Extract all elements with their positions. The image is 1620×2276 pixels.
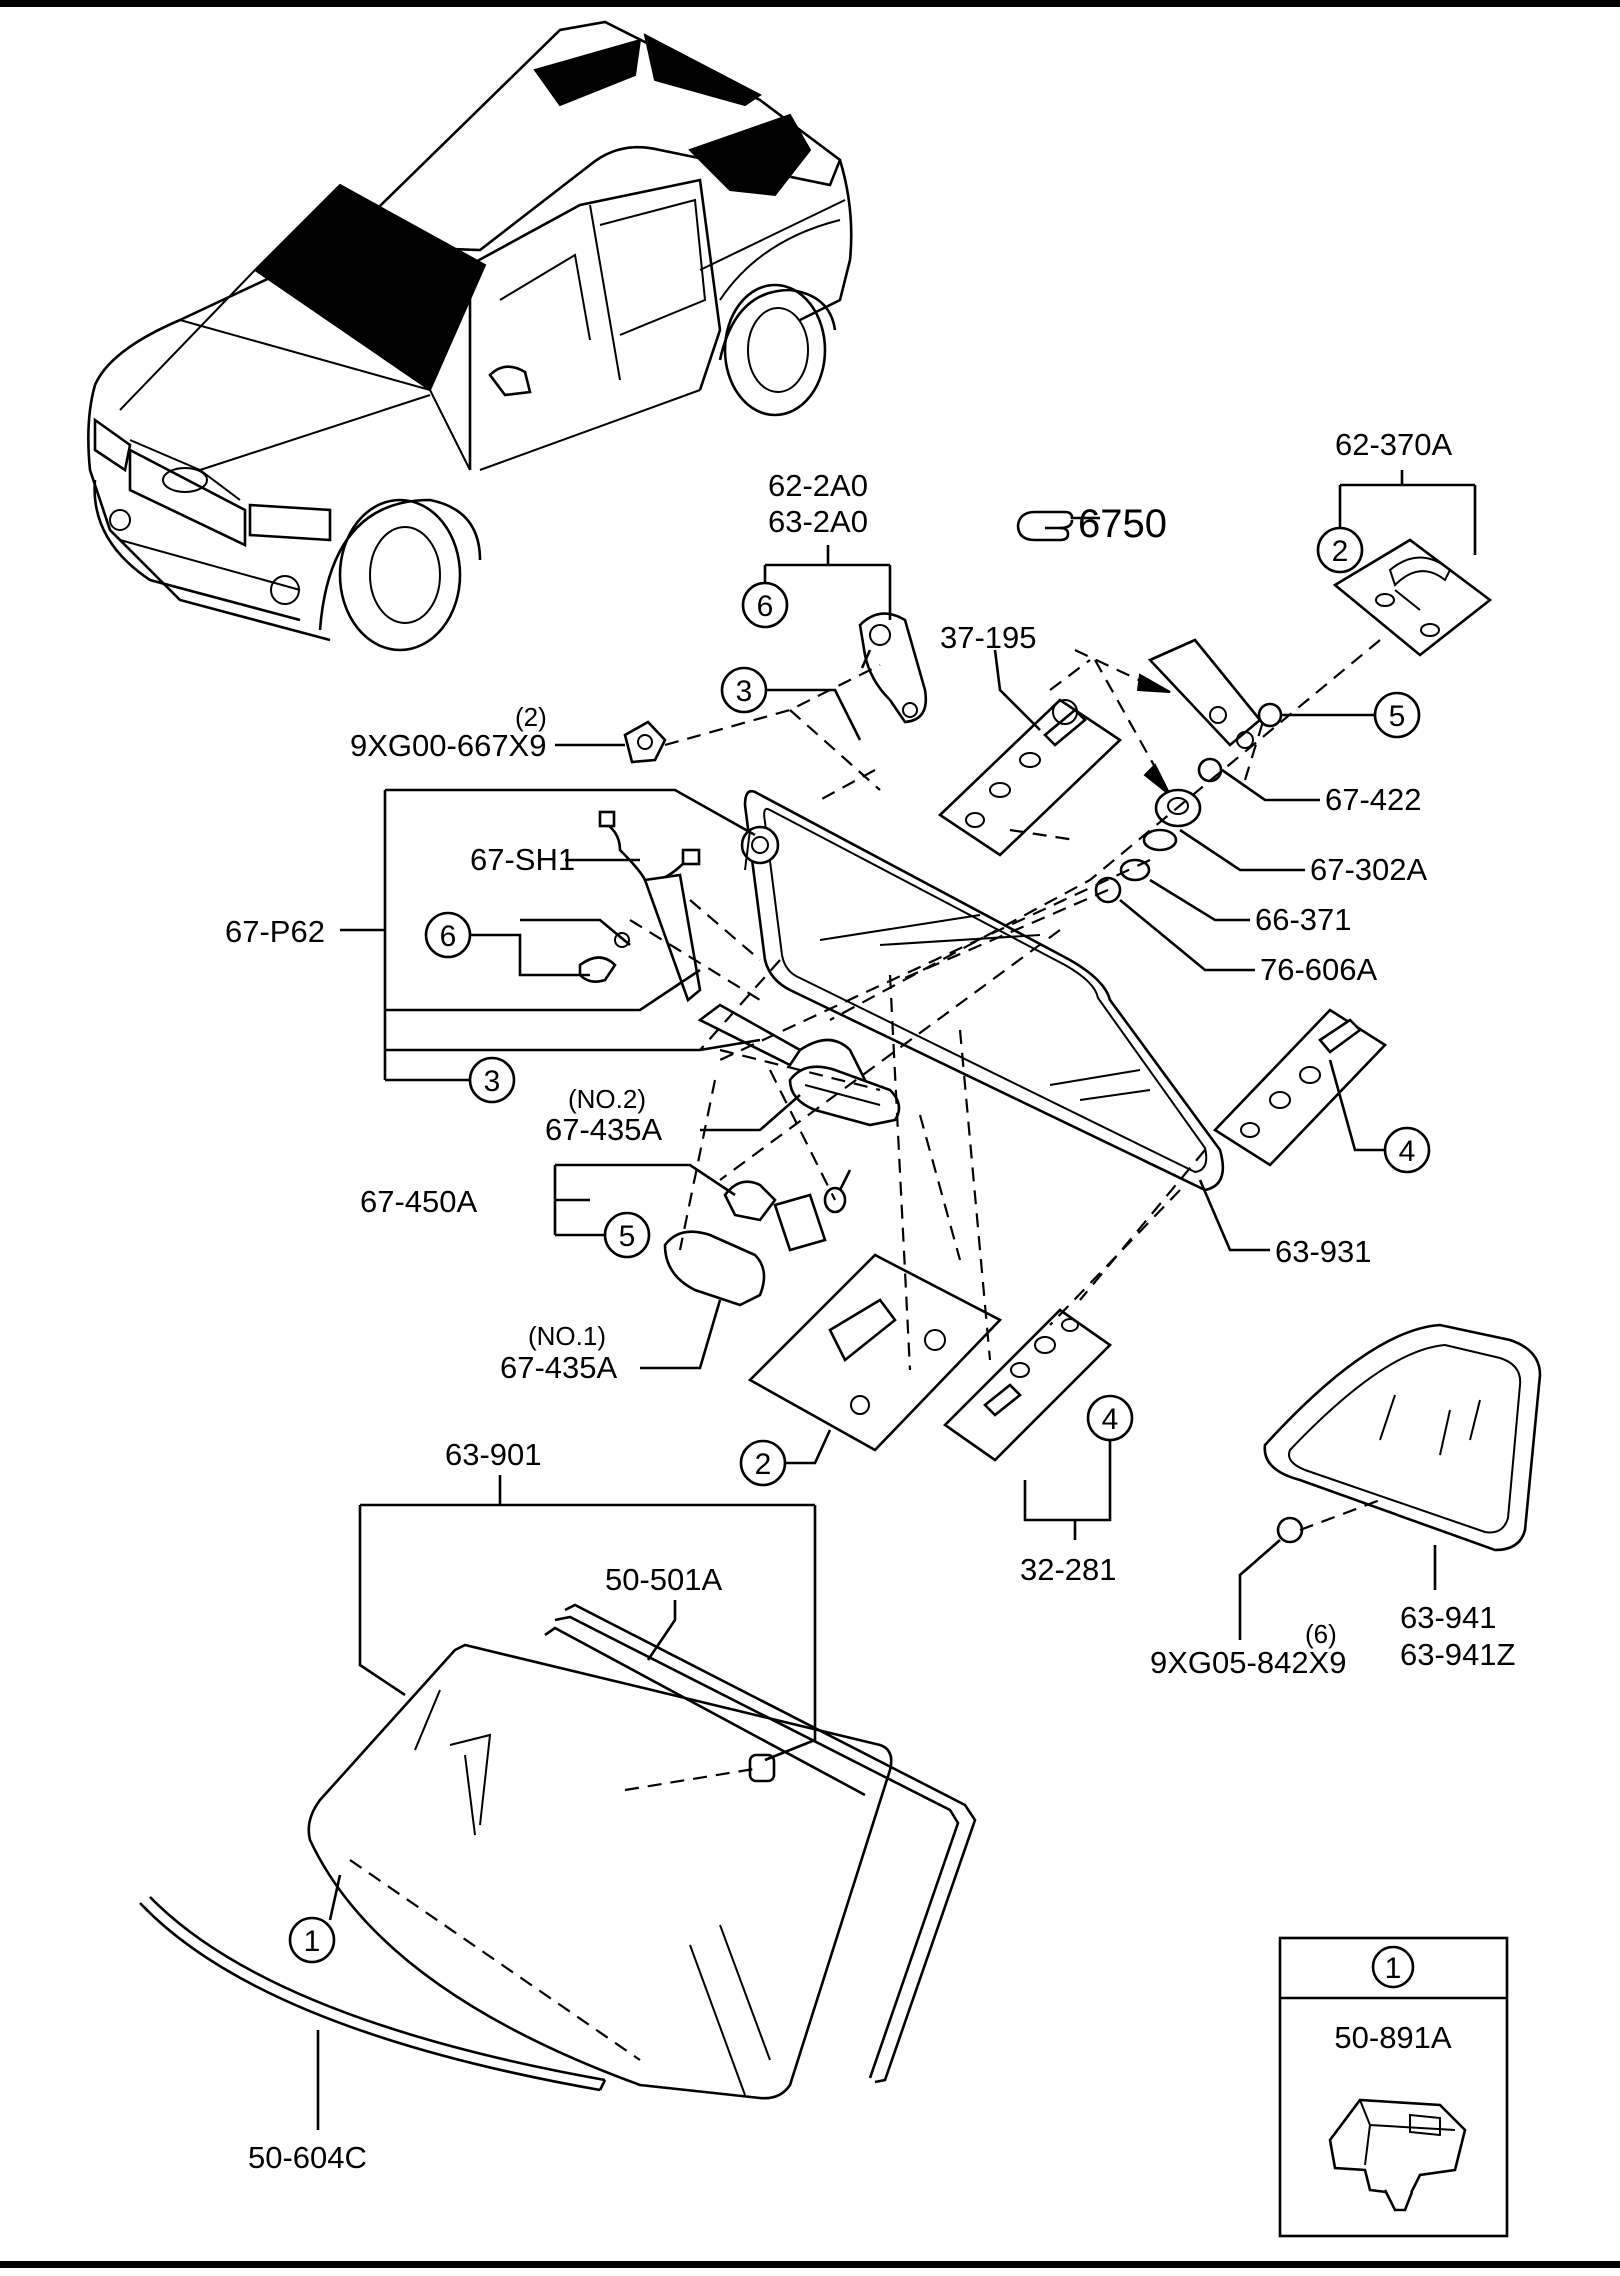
part-32-281-panel: [942, 1308, 1113, 1462]
ref-circle-3-top: 3: [720, 666, 768, 714]
vehicle-illustration: [87, 20, 853, 652]
callout-9XG00-667X9: 9XG00-667X9: [350, 728, 546, 763]
reference-6750: 6750: [1016, 502, 1167, 546]
ref-circle-5-right: 5: [1373, 691, 1421, 739]
pointing-hand-icon: [1016, 510, 1100, 542]
ref-circle-4-bottom: 4: [1086, 1394, 1134, 1442]
part-63-901-windshield: [307, 1603, 977, 2100]
part-hatch-hinge: [858, 612, 928, 724]
svg-text:3: 3: [736, 675, 753, 708]
callout-qty-6: (6): [1305, 1619, 1337, 1649]
callout-no2: (NO.2): [568, 1084, 646, 1114]
ref-circle-4-right: 4: [1328, 1059, 1431, 1174]
bottom-rule: [0, 2261, 1620, 2268]
leader-lines: [316, 470, 1477, 2130]
svg-text:4: 4: [1399, 1135, 1416, 1168]
ref-circle-5-left: 5: [603, 1211, 651, 1259]
svg-text:5: 5: [1389, 700, 1406, 733]
svg-text:6: 6: [440, 920, 457, 953]
callout-no1: (NO.1): [528, 1321, 606, 1351]
svg-text:4: 4: [1102, 1403, 1119, 1436]
callout-63-931: 63-931: [1275, 1234, 1372, 1269]
svg-text:6: 6: [757, 590, 774, 623]
callout-32-281: 32-281: [1020, 1552, 1117, 1587]
callout-50-891A: 50-891A: [1334, 2020, 1452, 2055]
callout-63-941Z: 63-941Z: [1400, 1637, 1515, 1672]
part-50-604C-molding: [139, 1896, 607, 2092]
svg-text:1: 1: [304, 1925, 321, 1958]
callout-62-370A: 62-370A: [1335, 427, 1453, 462]
inset-box-50-891A: 1 50-891A: [1278, 1936, 1509, 2238]
callout-37-195: 37-195: [940, 620, 1037, 655]
svg-text:1: 1: [1385, 1952, 1402, 1985]
callout-9XG05-842X9: 9XG05-842X9: [1150, 1645, 1346, 1680]
rear-hatch-glass: [743, 790, 1225, 1192]
ref-circle-6-top: 6: [741, 581, 789, 629]
callout-qty-2: (2): [515, 702, 547, 732]
callout-67-435A-no1: 67-435A: [500, 1350, 618, 1385]
ref-circle-3-left: 3: [468, 1056, 516, 1104]
svg-text:2: 2: [755, 1448, 772, 1481]
part-67-435A-no2: [788, 1065, 901, 1127]
callout-67-435A-no2: 67-435A: [545, 1112, 663, 1147]
ref-circle-2-bottom: 2: [739, 1439, 787, 1487]
ref-circle-6-left: 6: [424, 911, 472, 959]
svg-text:5: 5: [619, 1220, 636, 1253]
ref-circle-1-inset: 1: [1371, 1945, 1415, 1989]
part-lower-hinge-panel: [747, 1253, 1003, 1452]
part-62-370A: [1332, 538, 1493, 657]
callout-67-P62: 67-P62: [225, 914, 325, 949]
callout-labels: 62-370A 62-2A0 63-2A0 37-195 (2) 9XG00-6…: [225, 427, 1515, 2175]
svg-text:2: 2: [1332, 535, 1349, 568]
callout-66-371: 66-371: [1255, 902, 1352, 937]
part-right-bolt-panel: [1212, 1008, 1388, 1167]
part-67-450A: [723, 1169, 852, 1252]
callout-67-302A: 67-302A: [1310, 852, 1428, 887]
part-67-435A-no1: [663, 1230, 766, 1307]
callout-6750: 6750: [1078, 502, 1167, 546]
callout-62-2A0: 62-2A0: [768, 468, 868, 503]
callout-50-501A: 50-501A: [605, 1562, 723, 1597]
callout-50-604C: 50-604C: [248, 2140, 367, 2175]
part-37-195: [937, 698, 1123, 857]
callout-63-901: 63-901: [445, 1437, 542, 1472]
top-rule: [0, 0, 1620, 7]
svg-text:3: 3: [484, 1065, 501, 1098]
callout-67-450A: 67-450A: [360, 1184, 478, 1219]
ref-circle-2-top: 2: [1316, 526, 1364, 574]
assembly-lines: [349, 639, 1381, 2061]
part-9XG00-667X9: [623, 720, 667, 764]
clip-50-891A-illustration: [1328, 2098, 1467, 2212]
ref-circle-1-windshield: 1: [288, 1916, 336, 1964]
callout-76-606A: 76-606A: [1260, 952, 1378, 987]
callout-67-SH1: 67-SH1: [470, 842, 575, 877]
circled-refs: 2 6 3 5 6 3 4 5: [288, 526, 1431, 1964]
part-gas-strut: [1074, 638, 1283, 904]
callout-63-2A0: 63-2A0: [768, 504, 868, 539]
part-63-941-quarter-glass: [1263, 1323, 1542, 1552]
callout-67-422: 67-422: [1325, 782, 1422, 817]
callout-63-941: 63-941: [1400, 1600, 1497, 1635]
